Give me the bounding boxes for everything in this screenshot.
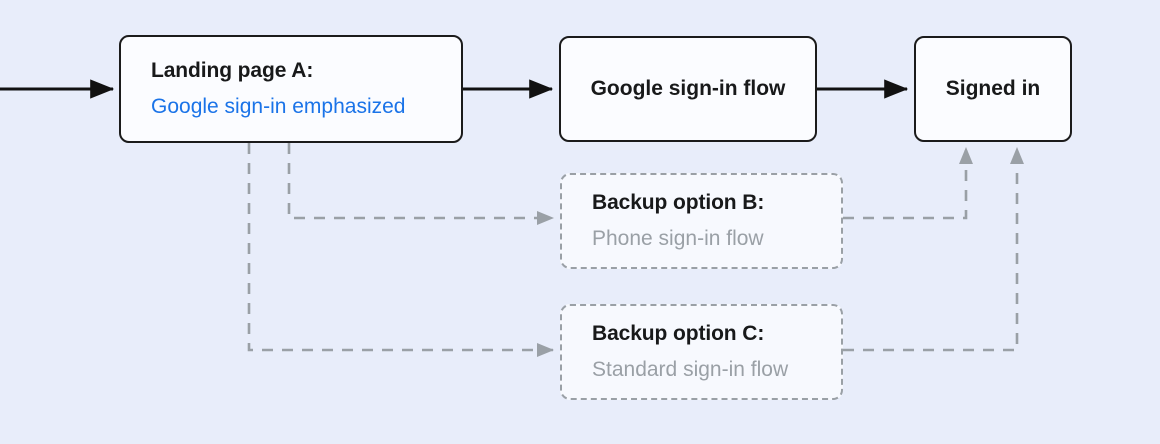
node-backup-option-c-title: Backup option C: (592, 322, 765, 346)
node-google-sign-in-flow-title: Google sign-in flow (590, 77, 786, 100)
node-backup-option-b-title: Backup option B: (592, 191, 765, 215)
edge-landing-to-backup-b (287, 143, 555, 226)
node-google-sign-in-flow[interactable]: Google sign-in flow (559, 36, 817, 142)
node-backup-option-c[interactable]: Backup option C: Standard sign-in flow (560, 304, 843, 400)
node-landing-page-a-title: Landing page A: (151, 59, 314, 83)
node-signed-in-title: Signed in (945, 77, 1041, 100)
node-landing-page-a[interactable]: Landing page A: Google sign-in emphasize… (119, 35, 463, 143)
node-landing-page-a-subtitle: Google sign-in emphasized (151, 94, 406, 118)
node-backup-option-c-subtitle: Standard sign-in flow (592, 357, 789, 381)
edge-landing-to-backup-c (247, 143, 555, 358)
edge-backup-c-to-signedin (843, 146, 1025, 352)
node-backup-option-b[interactable]: Backup option B: Phone sign-in flow (560, 173, 843, 269)
edge-backup-b-to-signedin (843, 146, 974, 220)
node-backup-option-b-subtitle: Phone sign-in flow (592, 226, 764, 250)
node-signed-in[interactable]: Signed in (914, 36, 1072, 142)
